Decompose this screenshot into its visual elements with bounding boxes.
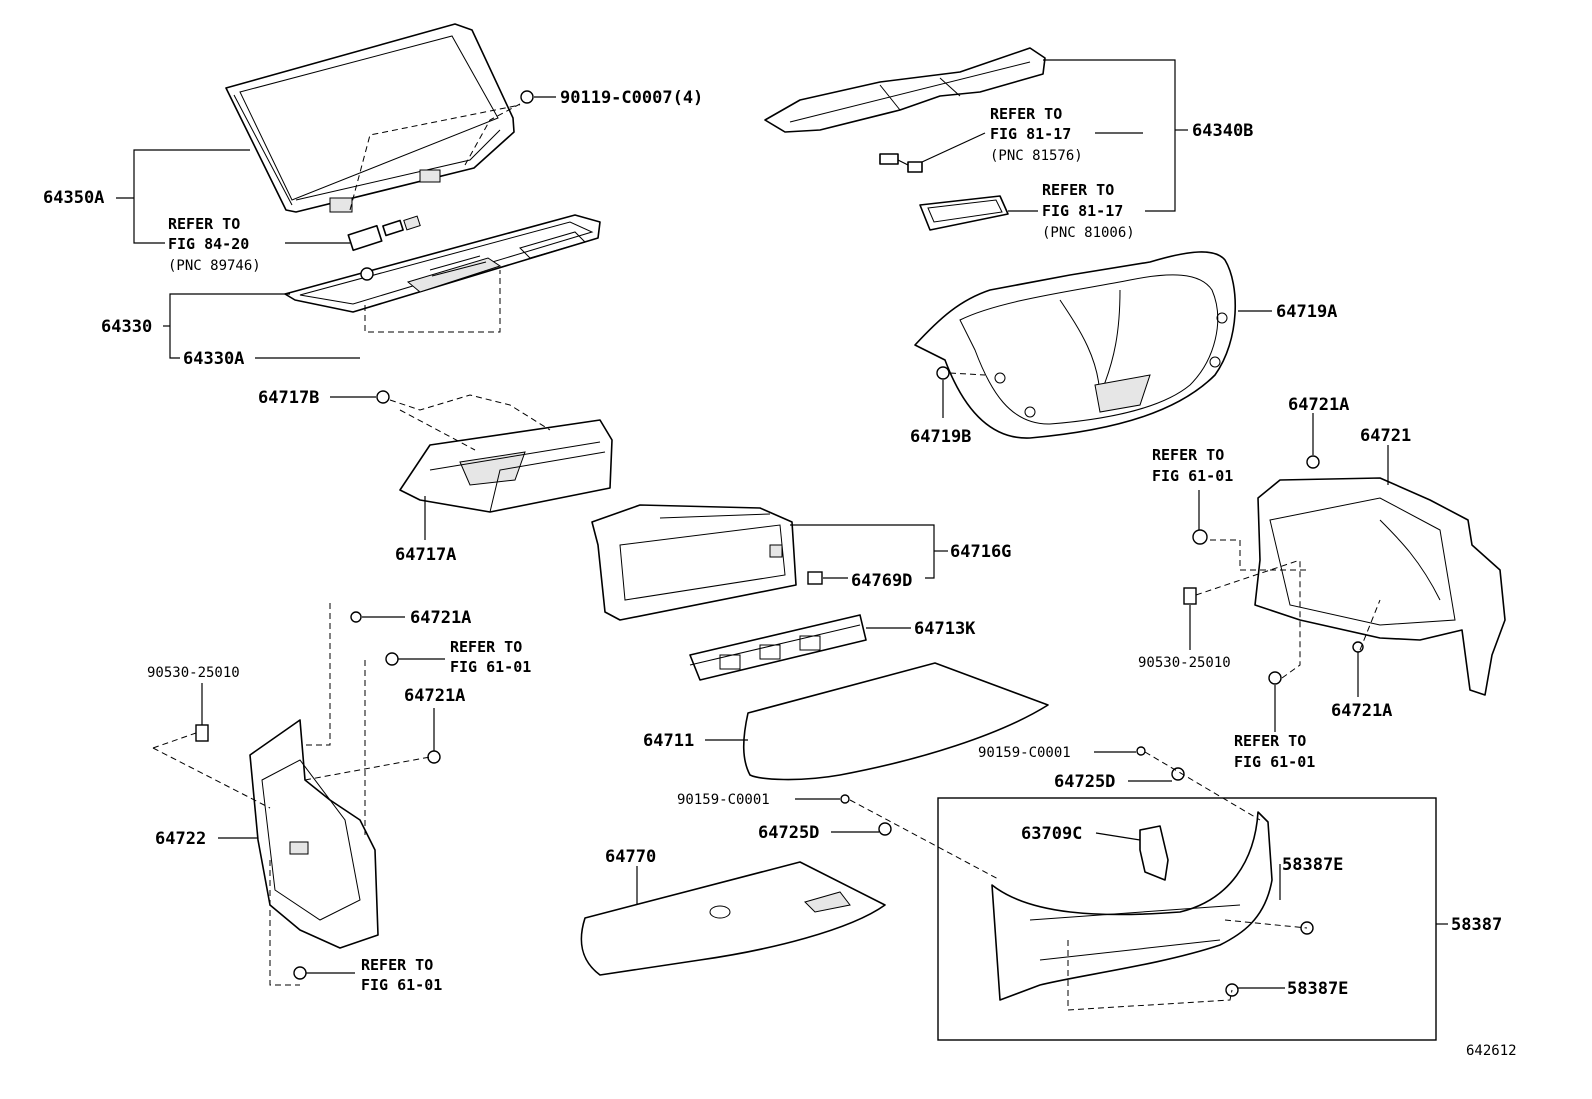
label-64713K: 64713K [914,619,976,639]
trunk-side-panel-64716G [591,504,797,621]
label-64721A-left-top: 64721A [410,608,471,628]
label-64719B: 64719B [910,427,971,447]
refer-note-81006: REFER TO FIG 81-17 (PNC 81006) [1042,181,1135,241]
label-90530-left: 90530-25010 [147,665,240,681]
sill-panel-64713K [689,614,867,681]
reference-notes: REFER TO FIG 84-20 (PNC 89746) REFER TO … [168,105,1315,994]
floor-board-64770 [580,861,886,976]
quarter-trim-right-64721 [1254,477,1506,696]
svg-text:FIG 61-01: FIG 61-01 [1234,753,1315,771]
label-64721: 64721 [1360,426,1411,446]
label-64717B: 64717B [258,388,319,408]
clip-64769D-icon [807,571,823,585]
label-64725D-b: 64725D [758,823,819,843]
bracket-63709C [1139,825,1169,881]
svg-text:REFER TO: REFER TO [1234,732,1306,750]
svg-text:(PNC 81006): (PNC 81006) [1042,225,1135,241]
label-58387: 58387 [1451,915,1502,935]
svg-text:REFER TO: REFER TO [450,638,522,656]
label-64721A-right-bottom: 64721A [1331,701,1392,721]
label-64340B: 64340B [1192,121,1253,141]
svg-text:REFER TO: REFER TO [168,215,240,233]
rear-trim-58387 [991,811,1273,1001]
label-64721A-right-top: 64721A [1288,395,1349,415]
bracket-81006-icon [919,195,1009,231]
screw-90119-icon [520,90,534,104]
assembly-dashes [152,539,1381,1011]
label-64719A: 64719A [1276,302,1337,322]
assembly-box-58387 [937,797,1437,1041]
clip-64330A-icon [360,267,374,281]
leader-lines [116,59,1448,989]
clip-icons [195,455,1364,980]
rear-panel-trim-64717A [399,419,613,513]
refer-note-6101-left-top: REFER TO FIG 61-01 [450,638,531,676]
svg-text:REFER TO: REFER TO [361,956,433,974]
refer-note-6101-right-bottom: REFER TO FIG 61-01 [1234,732,1315,771]
rear-shade-frame-64350A [225,23,515,213]
svg-text:(PNC 89746): (PNC 89746) [168,258,261,274]
label-58387E-b: 58387E [1287,979,1348,999]
clip-64717B-icon [376,390,390,404]
label-64725D-a: 64725D [1054,772,1115,792]
part-labels: 64350A 90119-C0007(4) 64340B 64330 64330… [43,88,1517,1059]
label-58387E-a: 58387E [1282,855,1343,875]
switch-81576-icon [879,153,923,173]
svg-text:REFER TO: REFER TO [990,105,1062,123]
label-63709C: 63709C [1021,824,1082,844]
lid-inner-trim-64719A [914,251,1237,439]
clip-64719B-icon [936,366,950,380]
lid-trim-64340B [764,47,1046,133]
label-64330A: 64330A [183,349,244,369]
svg-text:(PNC 81576): (PNC 81576) [990,148,1083,164]
diagram-id: 642612 [1466,1043,1517,1059]
label-64721A-left-mid: 64721A [404,686,465,706]
label-64330: 64330 [101,317,152,337]
label-64350A: 64350A [43,188,104,208]
svg-text:FIG 61-01: FIG 61-01 [361,976,442,994]
label-90159-C0001-b: 90159-C0001 [677,792,770,808]
label-64716G: 64716G [950,542,1011,562]
refer-note-6101-left-bottom: REFER TO FIG 61-01 [361,956,442,994]
svg-text:REFER TO: REFER TO [1152,446,1224,464]
trunk-mat-64711 [742,662,1049,781]
label-64711: 64711 [643,731,694,751]
label-64769D: 64769D [851,571,912,591]
label-64717A: 64717A [395,545,456,565]
refer-note-81576: REFER TO FIG 81-17 (PNC 81576) [990,105,1083,164]
svg-text:FIG 81-17: FIG 81-17 [1042,202,1123,220]
label-64722: 64722 [155,829,206,849]
svg-text:FIG 61-01: FIG 61-01 [1152,467,1233,485]
label-90119-C0007: 90119-C0007(4) [560,88,703,108]
svg-text:REFER TO: REFER TO [1042,181,1114,199]
connector-89746-icon [347,215,421,252]
label-90530-right: 90530-25010 [1138,655,1231,671]
svg-text:FIG 81-17: FIG 81-17 [990,125,1071,143]
svg-text:FIG 84-20: FIG 84-20 [168,235,249,253]
label-90159-C0001-a: 90159-C0001 [978,745,1071,761]
refer-note-89746: REFER TO FIG 84-20 (PNC 89746) [168,215,261,274]
quarter-trim-left-64722 [249,719,379,949]
label-64770: 64770 [605,847,656,867]
refer-note-6101-right-top: REFER TO FIG 61-01 [1152,446,1233,485]
svg-text:FIG 61-01: FIG 61-01 [450,658,531,676]
package-tray-64330 [284,214,601,313]
